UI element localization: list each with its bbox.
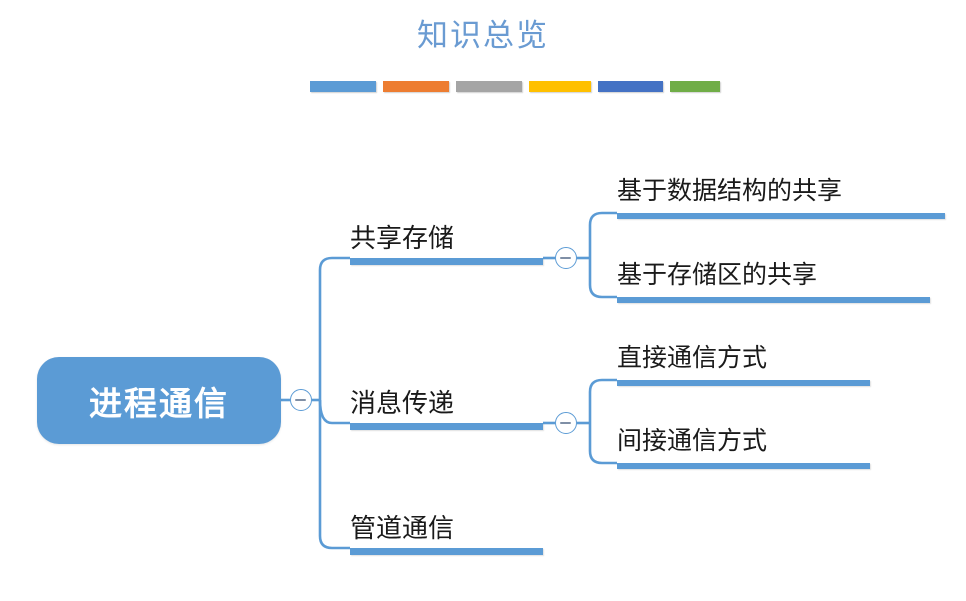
leaf-node-indirect-communication[interactable]: 间接通信方式	[617, 418, 870, 469]
swatch-blue	[310, 81, 376, 92]
minus-circle-icon-message-passing[interactable]	[555, 412, 577, 434]
branch-node-label: 管道通信	[350, 513, 455, 543]
branch-node-pipe-communication[interactable]: 管道通信	[350, 502, 543, 555]
link-branch-2-child-2	[588, 423, 617, 465]
leaf-node-underline	[617, 380, 870, 386]
swatch-green	[670, 81, 720, 92]
link-trunk-to-branch-2	[318, 399, 350, 425]
leaf-node-label: 直接通信方式	[617, 344, 768, 372]
minus-circle-icon-shared-storage[interactable]	[555, 247, 577, 269]
branch-node-underline	[350, 258, 543, 265]
leaf-node-shared-data-structure[interactable]: 基于数据结构的共享	[617, 168, 945, 219]
link-branch-1-child-1	[588, 211, 617, 258]
swatch-dark-blue	[598, 81, 663, 92]
branch-node-underline	[350, 423, 543, 430]
branch-node-label: 消息传递	[350, 388, 455, 418]
leaf-node-underline	[617, 297, 930, 303]
leaf-node-direct-communication[interactable]: 直接通信方式	[617, 335, 870, 386]
branch-node-shared-storage[interactable]: 共享存储	[350, 212, 543, 265]
leaf-node-label: 基于数据结构的共享	[617, 177, 843, 205]
leaf-node-label: 基于存储区的共享	[617, 261, 818, 289]
root-node-label: 进程通信	[89, 384, 229, 422]
link-trunk-to-branch-1	[318, 256, 350, 400]
minus-circle-icon-root[interactable]	[290, 389, 312, 411]
link-branch-2-child-1	[588, 378, 617, 423]
swatch-yellow	[529, 81, 591, 92]
branch-node-underline	[350, 548, 543, 555]
branch-node-message-passing[interactable]: 消息传递	[350, 377, 543, 430]
leaf-node-underline	[617, 213, 945, 219]
color-swatch-row	[310, 81, 727, 92]
link-branch-1-child-2	[588, 258, 617, 299]
branch-node-label: 共享存储	[350, 223, 455, 253]
link-trunk-to-branch-3	[318, 400, 350, 550]
leaf-node-underline	[617, 463, 870, 469]
page-title: 知识总览	[417, 18, 549, 53]
leaf-node-label: 间接通信方式	[617, 427, 768, 455]
leaf-node-shared-memory-region[interactable]: 基于存储区的共享	[617, 252, 930, 303]
root-node[interactable]: 进程通信	[37, 357, 281, 444]
swatch-gray	[456, 81, 522, 92]
swatch-orange	[383, 81, 449, 92]
